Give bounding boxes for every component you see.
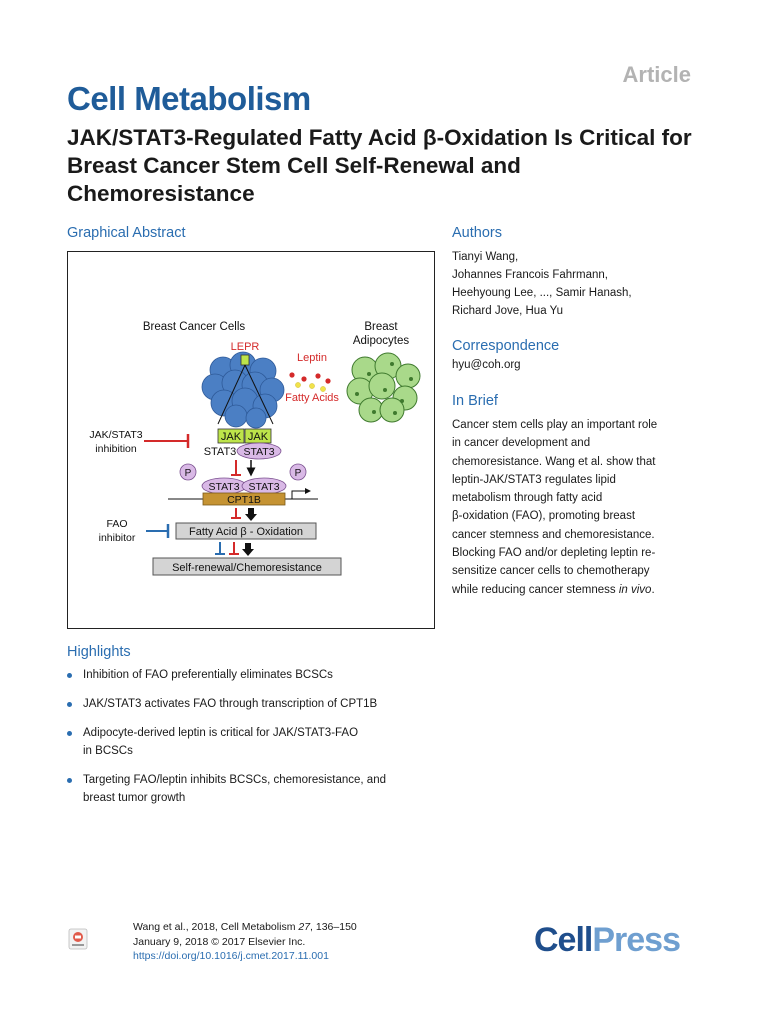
jak-box-left xyxy=(217,428,245,444)
article-type-tag: Article xyxy=(622,62,691,87)
brief-line: Blocking FAO and/or depleting leptin re- xyxy=(452,547,656,560)
author-line: Tianyi Wang, xyxy=(452,251,519,263)
brief-last-prefix: while reducing cancer stemness xyxy=(452,583,619,596)
outcome-box-label: Self-renewal/Chemoresistance xyxy=(172,562,322,574)
in-brief-text: Cancer stem cells play an important role… xyxy=(452,416,702,599)
highlight-line: in BCSCs xyxy=(83,745,133,757)
citation-line: Wang et al., 2018, Cell Metabolism 27, 1… xyxy=(133,920,357,935)
brief-last-italic: in vivo xyxy=(618,583,652,596)
wedge-left-line xyxy=(217,364,246,425)
brief-line: leptin-JAK/STAT3 regulates lipid xyxy=(452,473,616,486)
citation-prefix: Wang et al., 2018, Cell Metabolism xyxy=(133,921,299,933)
cpt1b-label: CPT1B xyxy=(227,494,261,506)
graphical-abstract-heading: Graphical Abstract xyxy=(67,225,186,241)
citation-pages: , 136–150 xyxy=(310,921,357,933)
activation-arrow-2 xyxy=(245,508,257,521)
fao-box xyxy=(175,522,317,540)
wedge-right-line xyxy=(244,364,274,425)
article-title: JAK/STAT3-Regulated Fatty Acid β-Oxidati… xyxy=(67,125,692,206)
fao-inhibitor-label-line2: inhibitor xyxy=(99,532,136,544)
brief-last-suffix: . xyxy=(651,583,655,596)
lepr-receptor-icon xyxy=(240,354,250,366)
cellpress-logo-cell: Cell xyxy=(534,921,593,959)
stat3-label-dimer-left: STAT3 xyxy=(208,481,239,493)
author-line: Johannes Francois Fahrmann, xyxy=(452,269,608,281)
correspondence-email[interactable]: hyu@coh.org xyxy=(452,359,521,371)
lepr-label: LEPR xyxy=(231,341,260,353)
crossmark-icon[interactable] xyxy=(68,928,88,950)
authors-heading: Authors xyxy=(452,225,502,241)
brief-line: in cancer development and xyxy=(452,437,591,450)
highlight-line: JAK/STAT3 activates FAO through transcri… xyxy=(83,698,378,710)
jak-label-right: JAK xyxy=(248,431,269,443)
brief-line: chemoresistance. Wang et al. show that xyxy=(452,455,656,468)
stat3-oval-top xyxy=(236,442,282,460)
bullet-icon xyxy=(67,731,72,736)
cellpress-logo: CellPress xyxy=(534,921,681,960)
adipocytes-label-line1: Breast xyxy=(364,321,398,333)
brief-line: sensitize cancer cells to chemotherapy xyxy=(452,565,650,578)
correspondence-heading: Correspondence xyxy=(452,338,560,354)
phospho-circle-right xyxy=(289,463,307,481)
stat3-label-unbound: STAT3 xyxy=(204,446,237,458)
author-line: Richard Jove, Hua Yu xyxy=(452,305,564,317)
brief-line: β-oxidation (FAO), promoting breast xyxy=(452,510,636,523)
adipocyte-nuclei xyxy=(355,362,413,415)
highlight-line: breast tumor growth xyxy=(83,792,186,804)
cancer-cells-label: Breast Cancer Cells xyxy=(143,321,246,333)
stat3-label-top: STAT3 xyxy=(243,446,274,458)
citation-block: Wang et al., 2018, Cell Metabolism 27, 1… xyxy=(133,920,357,964)
journal-title: Cell Metabolism xyxy=(67,80,311,117)
outcome-box xyxy=(152,557,342,576)
bullet-icon xyxy=(67,673,72,678)
phospho-circle-left xyxy=(179,463,197,481)
phospho-label-right: P xyxy=(295,468,302,479)
activation-arrow-3 xyxy=(242,543,254,556)
bullet-icon xyxy=(67,702,72,707)
highlights-heading: Highlights xyxy=(67,644,131,660)
brief-line-last: while reducing cancer stemness in vivo. xyxy=(452,581,702,599)
highlight-line: Inhibition of FAO preferentially elimina… xyxy=(83,669,333,681)
transcription-start-arrow xyxy=(291,488,311,499)
jak-inhibition-label-line1: JAK/STAT3 xyxy=(89,429,142,441)
author-line: Heehyoung Lee, ..., Samir Hanash, xyxy=(452,287,632,299)
fao-box-label: Fatty Acid β - Oxidation xyxy=(189,526,303,538)
highlight-item: JAK/STAT3 activates FAO through transcri… xyxy=(67,695,447,713)
date-line: January 9, 2018 © 2017 Elsevier Inc. xyxy=(133,935,306,948)
phospho-label-left: P xyxy=(185,468,192,479)
highlight-item: Adipocyte-derived leptin is critical for… xyxy=(67,724,447,760)
highlight-item: Targeting FAO/leptin inhibits BCSCs, che… xyxy=(67,771,447,807)
brief-line: Cancer stem cells play an important role xyxy=(452,419,658,431)
authors-list: Tianyi Wang, Johannes Francois Fahrmann,… xyxy=(452,248,732,320)
brief-line: metabolism through fatty acid xyxy=(452,492,603,505)
fatty-acids-label: Fatty Acids xyxy=(285,392,339,404)
fatty-acid-dots xyxy=(295,382,326,392)
brief-line: cancer stemness and chemoresistance. xyxy=(452,528,655,541)
leptin-dots xyxy=(289,372,331,384)
jak-label-left: JAK xyxy=(221,431,242,443)
cpt1b-gene-box xyxy=(202,492,286,506)
cellpress-logo-press: Press xyxy=(592,921,681,959)
citation-volume: 27 xyxy=(298,921,311,933)
stat3-label-dimer-right: STAT3 xyxy=(248,481,279,493)
fao-inhibitor-label-line1: FAO xyxy=(106,518,127,530)
highlight-item: Inhibition of FAO preferentially elimina… xyxy=(67,666,447,684)
adipocytes-label-line2: Adipocytes xyxy=(353,335,410,347)
highlight-line: Targeting FAO/leptin inhibits BCSCs, che… xyxy=(83,774,386,786)
highlights-list: Inhibition of FAO preferentially elimina… xyxy=(67,666,447,807)
jak-inhibition-label-line2: inhibition xyxy=(95,443,137,455)
bullet-icon xyxy=(67,778,72,783)
in-brief-heading: In Brief xyxy=(452,393,498,409)
leptin-label: Leptin xyxy=(297,352,327,364)
pathway-diagram: Breast Cancer Cells Breast Adipocytes LE… xyxy=(89,321,421,576)
graphical-abstract-figure: Breast Cancer Cells Breast Adipocytes LE… xyxy=(67,251,435,629)
doi-link[interactable]: https://doi.org/10.1016/j.cmet.2017.11.0… xyxy=(133,950,329,962)
adipocyte-cluster xyxy=(346,352,421,423)
highlight-line: Adipocyte-derived leptin is critical for… xyxy=(83,727,359,739)
